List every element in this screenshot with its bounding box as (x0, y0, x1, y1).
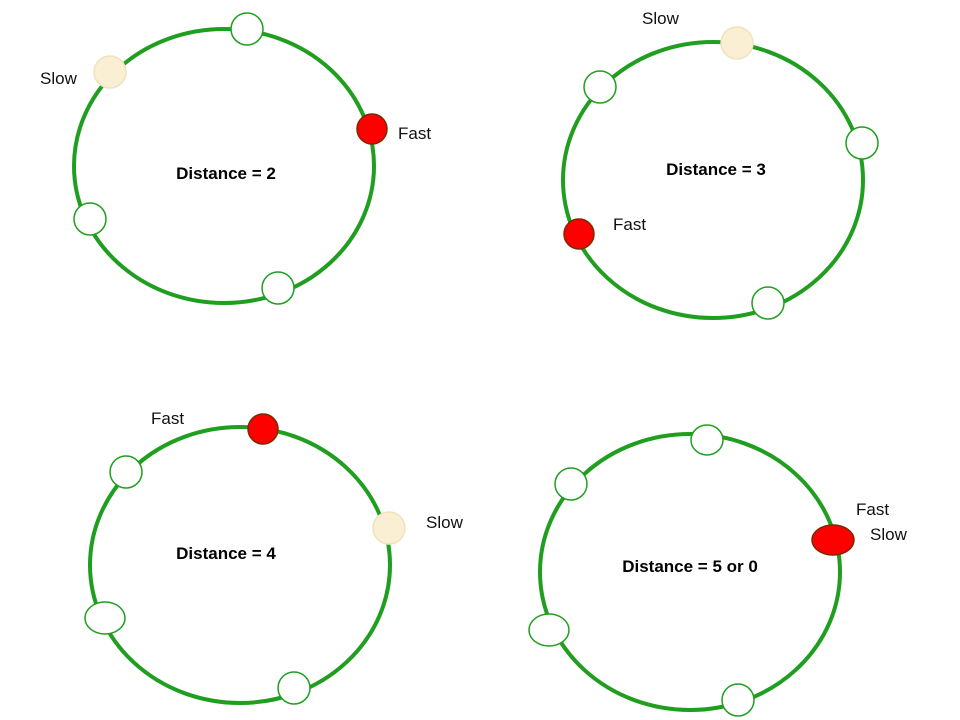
empty-node (277, 671, 311, 705)
distance-label: Distance = 5 or 0 (622, 557, 758, 576)
cycle-ring (72, 27, 376, 305)
panel-distance-5-or-0: Fast Slow Distance = 5 or 0 (528, 424, 908, 717)
empty-node (554, 467, 588, 501)
empty-node (690, 424, 724, 456)
cycle-ring (88, 425, 392, 705)
fast-label: Fast (151, 409, 184, 428)
slow-pointer-node (720, 26, 754, 60)
empty-node (261, 271, 295, 305)
fast-label: Fast (613, 215, 646, 234)
slow-pointer-node (372, 511, 406, 545)
distance-label: Distance = 2 (176, 164, 276, 183)
fast-label: Fast (856, 500, 889, 519)
empty-node (583, 70, 617, 104)
slow-pointer-node (93, 55, 127, 89)
cycle-ring (561, 40, 865, 320)
fast-label: Fast (398, 124, 431, 143)
empty-node (73, 202, 107, 236)
slow-label: Slow (642, 9, 680, 28)
empty-node (109, 455, 143, 489)
distance-label: Distance = 3 (666, 160, 766, 179)
distance-label: Distance = 4 (176, 544, 276, 563)
slow-label: Slow (870, 525, 908, 544)
slow-label: Slow (426, 513, 464, 532)
empty-node (230, 12, 264, 46)
fast-slow-pointer-node (811, 524, 855, 556)
fast-pointer-node (356, 113, 388, 145)
empty-node (845, 126, 879, 160)
fast-pointer-node (563, 218, 595, 250)
cycle-ring (538, 432, 842, 712)
slow-label: Slow (40, 69, 78, 88)
panel-distance-2: Slow Fast Distance = 2 (40, 12, 431, 305)
fast-pointer-node (247, 413, 279, 445)
empty-node (751, 286, 785, 320)
panel-distance-4: Fast Slow Distance = 4 (84, 409, 464, 705)
empty-node (721, 683, 755, 717)
panel-distance-3: Slow Fast Distance = 3 (561, 9, 879, 320)
empty-node (528, 613, 570, 647)
empty-node (84, 601, 126, 635)
